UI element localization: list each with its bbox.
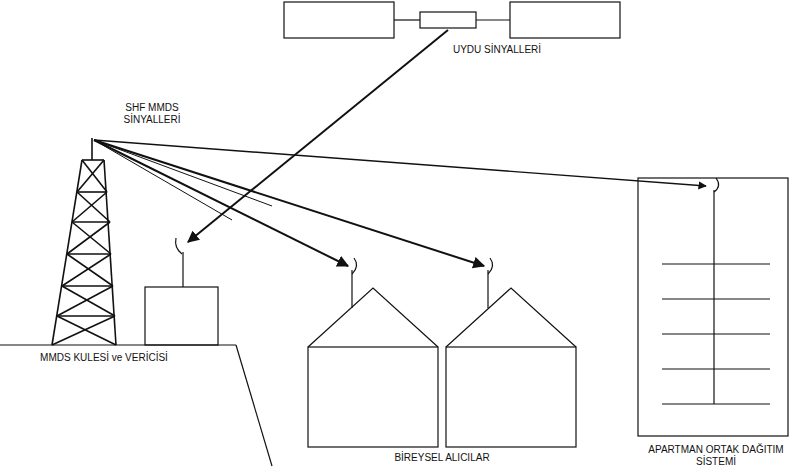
distribution-label: APARTMAN ORTAK DAĞITIM SİSTEMİ [646, 444, 786, 467]
house [308, 258, 438, 447]
satellite [284, 2, 620, 38]
house [446, 258, 576, 447]
transmitter-building [145, 238, 218, 345]
tower [52, 138, 116, 345]
signal-lines [94, 140, 272, 220]
ground [0, 345, 272, 466]
signal-arrows [94, 30, 706, 266]
apartment-building [638, 178, 788, 436]
satellite-label: UYDU SİNYALLERİ [432, 44, 562, 56]
tower-label: MMDS KULESİ ve VERİCİSİ [4, 352, 204, 364]
receivers-label: BİREYSEL ALICILAR [362, 452, 522, 464]
signal-label: SHF MMDS SİNYALLERİ [112, 102, 192, 125]
